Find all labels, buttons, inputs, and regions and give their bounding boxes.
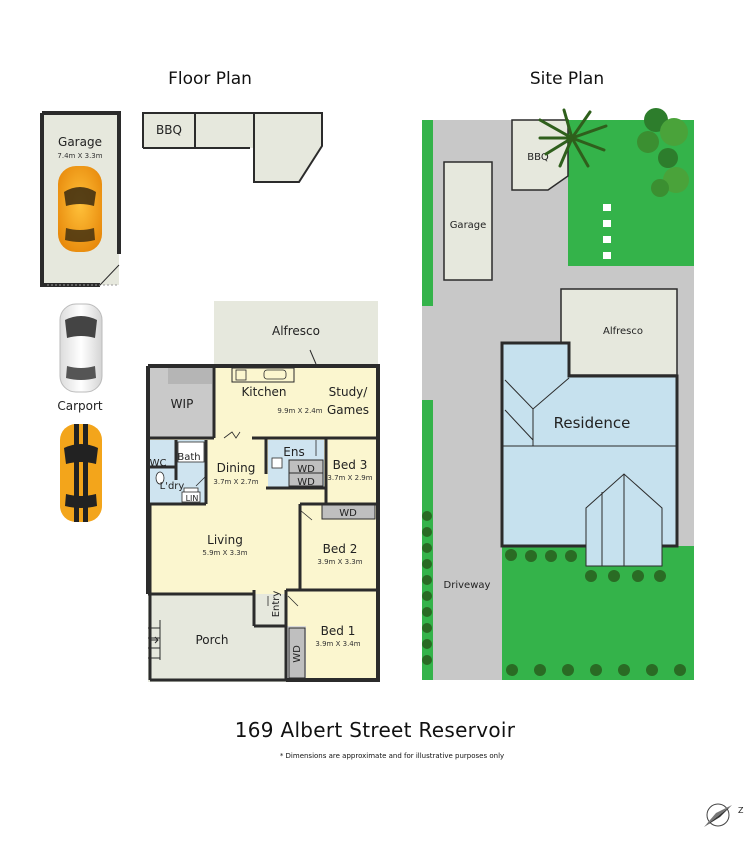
wardrobe-label-3: WD — [339, 508, 357, 519]
white-car-icon — [59, 303, 103, 393]
floor-plan-title: Floor Plan — [168, 69, 252, 89]
site-residence: Residence — [500, 341, 679, 567]
wardrobe-label-1: WD — [297, 464, 315, 475]
stepping-stones — [603, 204, 611, 259]
wardrobe-label-4: WD — [292, 645, 303, 663]
bed3-label: Bed 3 — [333, 458, 368, 472]
sports-car-icon — [60, 424, 102, 522]
wc-label: WC — [150, 458, 167, 469]
linen-label: LIN — [186, 494, 199, 503]
bath-label: Bath — [177, 452, 200, 463]
garage-dimensions: 7.4m X 3.3m — [57, 152, 102, 160]
hedge-bottom — [506, 664, 686, 676]
study-label-line1: Study/ — [329, 385, 369, 399]
property-address: 169 Albert Street Reservoir — [234, 718, 516, 742]
alfresco-label-floor: Alfresco — [272, 324, 320, 338]
north-compass-icon: Z — [704, 803, 744, 827]
carport: Carport — [57, 303, 103, 522]
living-label: Living — [207, 533, 243, 547]
site-garage — [443, 161, 493, 281]
bed1-dimensions: 3.9m X 3.4m — [315, 640, 360, 648]
site-driveway-label: Driveway — [444, 580, 491, 591]
site-plan: BBQ Garage Alfresco Residence Driveway — [422, 108, 694, 680]
tree-cluster-icon — [637, 108, 689, 197]
study-dimensions: 9.9m X 2.4m — [277, 407, 322, 415]
orange-car-icon — [58, 166, 102, 252]
site-alfresco-label: Alfresco — [603, 326, 643, 337]
porch-steps — [148, 620, 161, 660]
site-residence-label: Residence — [554, 414, 631, 432]
porch-label: Porch — [195, 633, 228, 647]
house-floor: Kitchen Study/ Games 9.9m X 2.4m WIP WC … — [146, 364, 380, 682]
dining-label: Dining — [217, 461, 256, 475]
alfresco-floor: Alfresco — [214, 301, 378, 365]
palm-tree-icon — [538, 108, 608, 168]
wardrobe-label-2: WD — [297, 477, 315, 488]
site-garage-label: Garage — [450, 220, 487, 231]
bed2-dimensions: 3.9m X 3.3m — [317, 558, 362, 566]
laundry-label: L'dry — [160, 481, 185, 492]
bbq-area-floor: BBQ — [142, 112, 323, 183]
bed2-label: Bed 2 — [323, 542, 358, 556]
dining-dimensions: 3.7m X 2.7m — [213, 478, 258, 486]
site-alfresco — [560, 288, 678, 376]
svg-text:Z: Z — [738, 806, 744, 815]
shrubs-residence — [505, 549, 666, 582]
ensuite-label: Ens — [283, 445, 304, 459]
entry-label: Entry — [271, 591, 282, 618]
study-label-line2: Games — [327, 403, 369, 417]
site-bbq-label: BBQ — [527, 152, 549, 163]
site-bottom-garden — [502, 546, 694, 680]
dimensions-disclaimer: * Dimensions are approximate and for ill… — [279, 752, 505, 760]
site-plan-title: Site Plan — [530, 69, 604, 89]
bbq-label-floor: BBQ — [156, 123, 182, 137]
hedge-left — [422, 511, 432, 665]
bed1-label: Bed 1 — [321, 624, 356, 638]
carport-label: Carport — [57, 399, 103, 413]
garage-label: Garage — [58, 135, 102, 149]
garage: Garage 7.4m X 3.3m — [40, 111, 121, 287]
kitchen-label: Kitchen — [241, 385, 286, 399]
porch-room — [148, 594, 286, 682]
wip-label: WIP — [171, 397, 194, 411]
living-dimensions: 5.9m X 3.3m — [202, 549, 247, 557]
bed3-dimensions: 3.7m X 2.9m — [327, 474, 372, 482]
